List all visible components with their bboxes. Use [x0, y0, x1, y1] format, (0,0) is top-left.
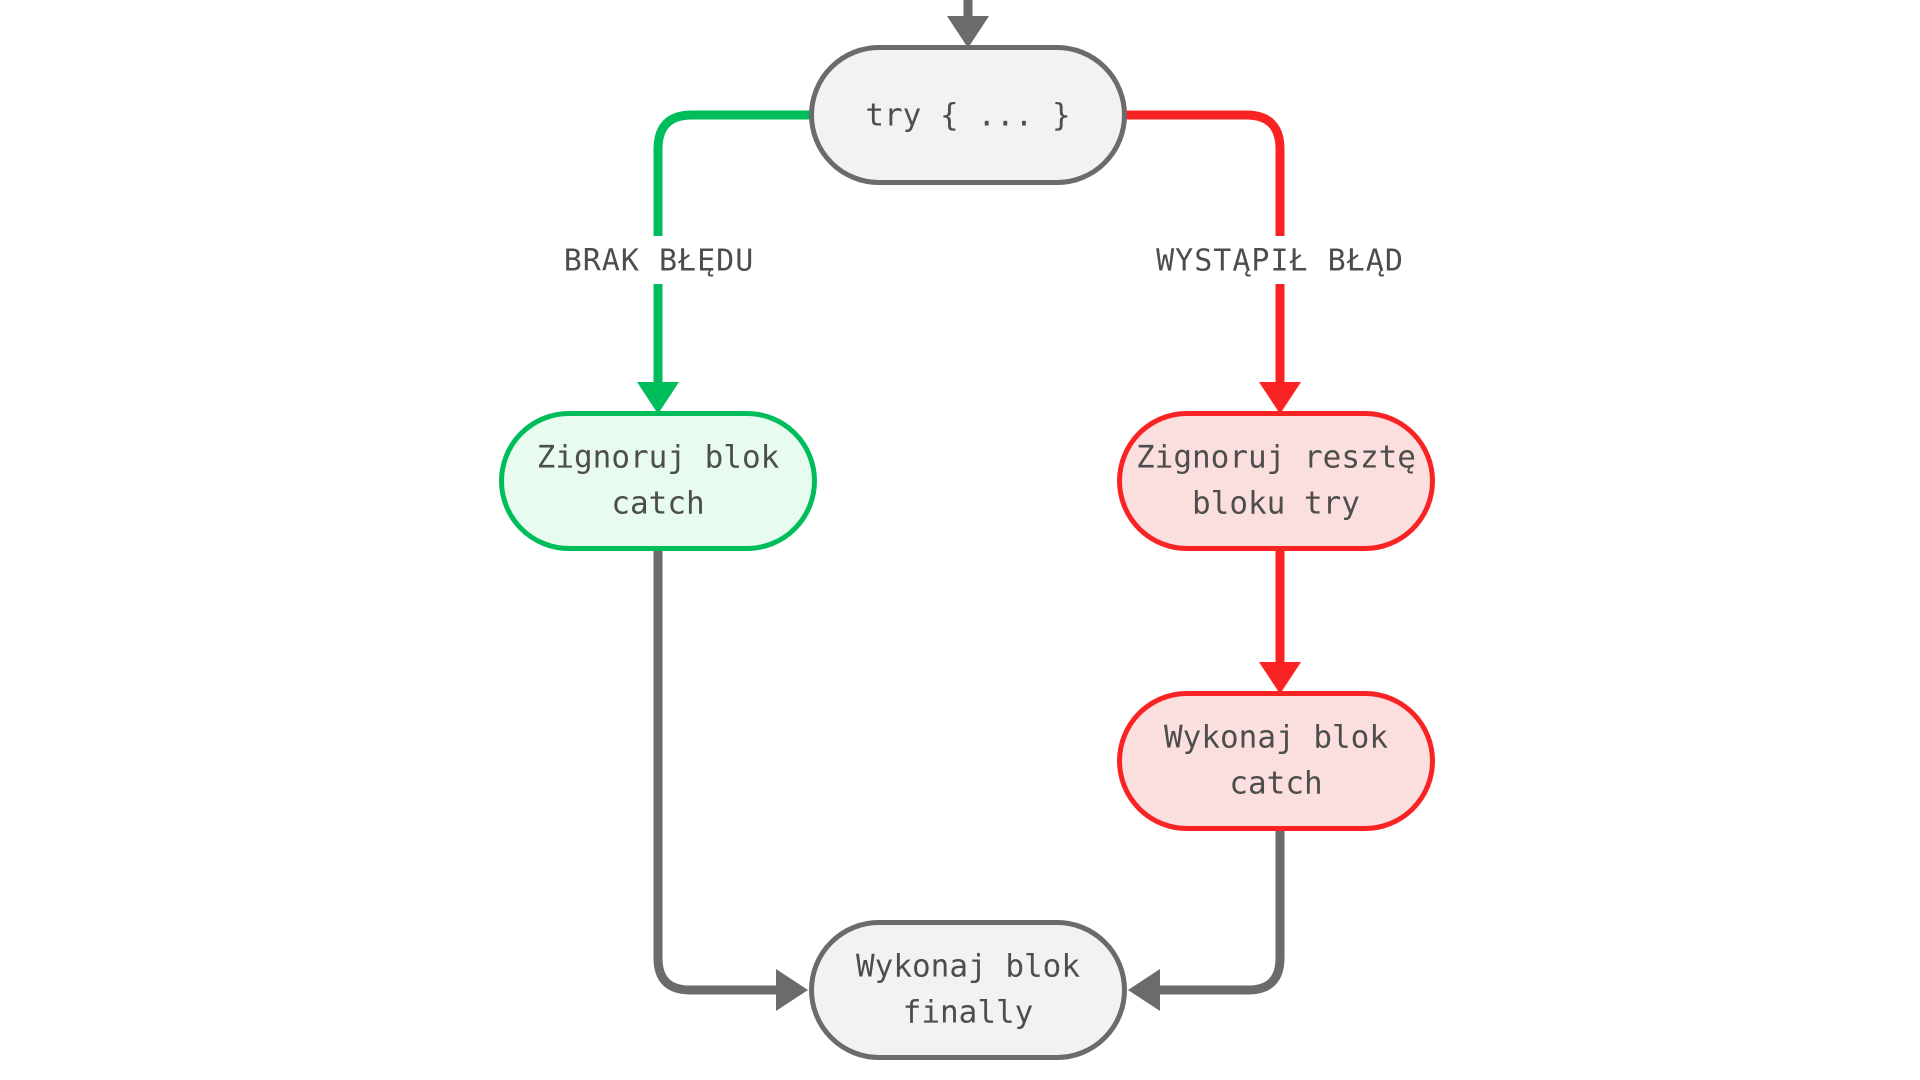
edge-try-to-ignore-catch	[637, 110, 812, 414]
edge-run-catch-to-run-finally-line	[1150, 829, 1285, 995]
edge-try-to-ignore-rest-try-line	[1124, 110, 1285, 392]
edge-try-to-ignore-rest-try	[1124, 110, 1301, 414]
edge-label-brak-bledu-bg	[548, 236, 770, 284]
node-ignore-rest-try-label-line2: bloku try	[1192, 486, 1360, 522]
node-run-finally-label-line1: Wykonaj blok	[856, 949, 1080, 985]
node-ignore-catch-label-line1: Zignoruj blok	[537, 440, 780, 476]
node-ignore-catch[interactable]: Zignoruj blok catch	[499, 411, 817, 551]
edge-ignore-catch-to-run-finally-line	[653, 549, 786, 995]
edge-label-wystapil-blad-bg	[1140, 236, 1420, 284]
node-run-catch-label-line1: Wykonaj blok	[1164, 720, 1388, 756]
edge-label-wystapil-blad-text: WYSTĄPIŁ BŁĄD	[1156, 244, 1404, 279]
arrowhead-left-gray	[1128, 969, 1160, 1011]
edge-entry-to-try	[947, 0, 989, 48]
node-ignore-rest-try-shape[interactable]	[1117, 411, 1435, 551]
node-try[interactable]: try { ... }	[809, 45, 1127, 185]
arrowhead-down-entry	[947, 16, 989, 48]
edge-try-to-ignore-catch-line	[653, 110, 812, 392]
node-run-finally-label-line2: finally	[903, 995, 1034, 1031]
arrowhead-down-green	[637, 382, 679, 414]
edge-ignore-rest-try-to-run-catch	[1259, 549, 1301, 694]
arrowhead-down-red	[1259, 382, 1301, 414]
node-try-label: try { ... }	[865, 98, 1070, 134]
node-run-finally[interactable]: Wykonaj blok finally	[809, 920, 1127, 1060]
node-run-catch[interactable]: Wykonaj blok catch	[1117, 691, 1435, 831]
arrowhead-down-red-2	[1259, 662, 1301, 694]
edge-label-brak-bledu: BRAK BŁĘDU	[548, 236, 770, 284]
node-run-catch-label-line2: catch	[1229, 766, 1322, 802]
edge-label-wystapil-blad: WYSTĄPIŁ BŁĄD	[1140, 236, 1420, 284]
edge-ignore-catch-to-run-finally	[653, 549, 808, 1011]
node-ignore-rest-try[interactable]: Zignoruj resztę bloku try	[1117, 411, 1435, 551]
node-run-catch-shape[interactable]	[1117, 691, 1435, 831]
arrowhead-right-gray	[776, 969, 808, 1011]
edge-run-catch-to-run-finally	[1128, 829, 1285, 1011]
node-run-finally-shape[interactable]	[809, 920, 1127, 1060]
edge-label-brak-bledu-text: BRAK BŁĘDU	[564, 244, 755, 279]
node-try-shape[interactable]	[809, 45, 1127, 185]
node-ignore-catch-shape[interactable]	[499, 411, 817, 551]
node-ignore-rest-try-label-line1: Zignoruj resztę	[1136, 440, 1416, 476]
node-ignore-catch-label-line2: catch	[611, 486, 704, 522]
